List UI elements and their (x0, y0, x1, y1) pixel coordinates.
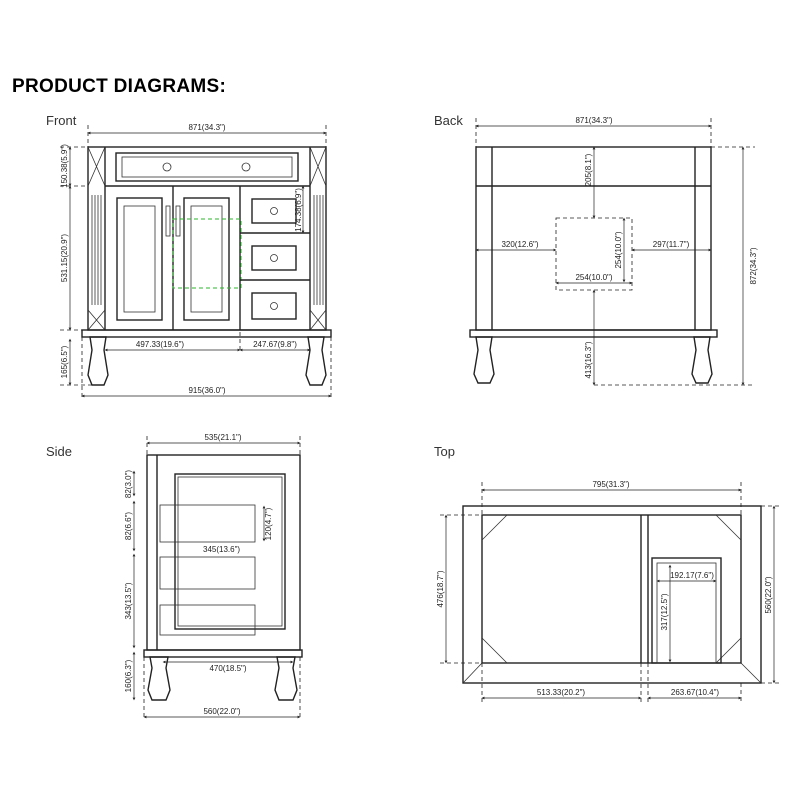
dim-front-door-width: 497.33(19.6") (136, 340, 185, 349)
drawer-front (251, 245, 297, 271)
diagram-shape (177, 476, 283, 627)
dim-front-body-height: 531.15(20.9") (60, 234, 69, 283)
cabinet-outline (481, 514, 742, 664)
drawer-outline (159, 556, 256, 590)
side-view-label: Side (46, 444, 73, 459)
dim-back-cutout-width: 254(10.0") (575, 273, 612, 282)
dim-side-lower-height: 343(13.5") (124, 582, 133, 619)
dim-side-leg-height: 160(6.3") (124, 659, 133, 692)
back-view-label: Back (434, 113, 463, 128)
door-panel (116, 197, 163, 321)
base-plinth (469, 329, 718, 338)
diagram-shape (123, 205, 156, 313)
diagram-shape (270, 254, 278, 262)
dim-top-inner-width: 795(31.3") (592, 480, 629, 489)
drawer-front (251, 198, 297, 224)
drawer-outline (159, 504, 256, 543)
base-plinth (81, 329, 332, 338)
dim-back-top-to-cutout: 205(8.1") (584, 153, 593, 186)
door-handle (175, 205, 181, 237)
leg (147, 656, 171, 701)
diagram-shape (270, 302, 278, 310)
front-view-label: Front (46, 113, 77, 128)
dim-front-leg-height: 165(6.5") (60, 345, 69, 378)
leg (87, 336, 109, 386)
dimension-or-outline-line (309, 309, 327, 331)
dim-top-left-section: 513.33(20.2") (537, 688, 586, 697)
dimension-or-outline-line (715, 637, 742, 664)
page-title: PRODUCT DIAGRAMS: (12, 76, 227, 97)
dim-side-leg-span: 470(18.5") (209, 664, 246, 673)
top-view-label: Top (434, 444, 455, 459)
dim-back-right: 297(11.7") (653, 240, 690, 249)
diagram-shape (656, 562, 717, 664)
dim-front-top-rail: 150.38(5.9") (60, 144, 69, 188)
faucet-hole (162, 162, 172, 172)
drawer-outline (159, 604, 256, 636)
dim-top-right-section: 263.67(10.4") (671, 688, 720, 697)
base-plinth (143, 649, 303, 658)
diagram-shape (121, 156, 293, 178)
drawer-front (251, 292, 297, 320)
dim-top-outer-depth: 560(22.0") (764, 576, 773, 613)
dim-side-drawer-zone: 82(6.6") (124, 512, 133, 541)
top-view: 795(31.3") 192.17(7.6") 317(12.5") 476(1… (436, 480, 782, 702)
leg (305, 336, 327, 386)
dimension-or-outline-line (309, 146, 327, 187)
dim-top-box-depth: 317(12.5") (660, 593, 669, 630)
dim-side-depth-top: 535(21.1") (204, 433, 241, 442)
dimension-or-outline-line (87, 309, 106, 331)
diagram-shape (270, 207, 278, 215)
leg (473, 336, 495, 384)
dimension-or-outline-line (481, 514, 508, 541)
leg (691, 336, 713, 384)
dimension-or-outline-line (87, 146, 106, 187)
dim-back-height: 872(34.3") (749, 247, 758, 284)
dimension-or-outline-line (740, 662, 762, 684)
top-rail-panel (115, 152, 299, 182)
dim-front-width-top: 871(34.3") (188, 123, 225, 132)
dim-top-inner-depth: 476(18.7") (436, 570, 445, 607)
dim-front-drawer-width: 247.67(9.8") (253, 340, 297, 349)
dim-side-drawer-depth: 345(13.6") (203, 545, 240, 554)
dim-back-width: 871(34.3") (575, 116, 612, 125)
front-view: 871(34.3") 150.38(5.9") 531.15(20.9") 16… (60, 123, 332, 398)
diagram-shape (91, 195, 324, 305)
dim-back-floor-to-cutout: 413(16.3") (584, 341, 593, 378)
side-raised-panel (174, 473, 286, 630)
dim-side-depth-total: 560(22.0") (203, 707, 240, 716)
door-handle (165, 205, 171, 237)
faucet-hole (241, 162, 251, 172)
dimension-or-outline-line (481, 637, 508, 664)
countertop-outline (462, 505, 762, 684)
dim-front-drawer-height: 174.38(6.9") (294, 188, 303, 232)
dim-front-width-total: 915(36.0") (188, 386, 225, 395)
diagram-shape (190, 205, 223, 313)
dim-top-box-width: 192.17(7.6") (670, 571, 714, 580)
dim-back-cutout-height: 254(10.0") (614, 231, 623, 268)
dimension-or-outline-line (462, 662, 483, 684)
dim-side-top-height: 82(3.0") (124, 470, 133, 499)
dim-side-drawer-height: 120(4.7") (264, 507, 273, 540)
dim-back-left: 320(12.6") (501, 240, 538, 249)
back-view: 871(34.3") 205(8.1") 320(12.6") 297(11.7… (469, 116, 758, 386)
door-panel (183, 197, 230, 321)
back-panel (475, 146, 712, 331)
side-view: 535(21.1") 82(3.0") 82(6.6") 343(13.5") … (124, 433, 303, 720)
plumbing-area (172, 218, 242, 289)
leg (274, 656, 298, 701)
dimension-or-outline-line (715, 514, 742, 541)
